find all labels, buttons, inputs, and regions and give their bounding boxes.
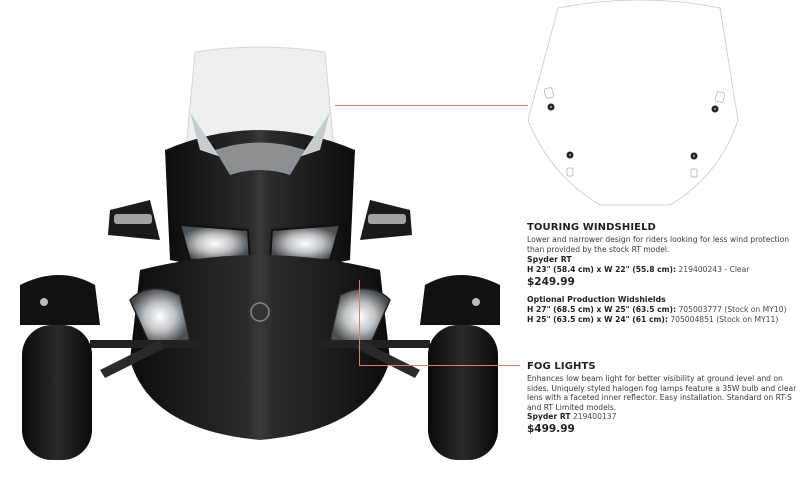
spec-line: H 23" (58.4 cm) x W 22" (55.8 cm): 21940… bbox=[527, 265, 750, 275]
spec-line: Spyder RT 219400137 bbox=[527, 412, 617, 422]
optional-spec-line: H 25" (63.5 cm) x W 24" (61 cm): 7050048… bbox=[527, 315, 779, 325]
section-title: TOURING WINDSHIELD bbox=[527, 222, 656, 233]
price: $249.99 bbox=[527, 275, 575, 288]
optional-heading: Optional Production Widshields bbox=[527, 294, 666, 304]
fog-lights-section: FOG LIGHTS Enhances low beam light for b… bbox=[527, 361, 797, 436]
fog-light-callout-line-vertical bbox=[359, 280, 360, 366]
windshield-callout-line bbox=[335, 105, 528, 106]
section-title: FOG LIGHTS bbox=[527, 361, 596, 372]
windshield-diagram bbox=[527, 0, 739, 206]
model-name: Spyder RT bbox=[527, 255, 572, 265]
description: Lower and narrower design for riders loo… bbox=[527, 235, 790, 254]
price: $499.99 bbox=[527, 422, 575, 435]
fog-light-callout-line-horizontal bbox=[359, 365, 520, 366]
touring-windshield-section: TOURING WINDSHIELD Lower and narrower de… bbox=[527, 222, 797, 326]
description: Enhances low beam light for better visib… bbox=[527, 374, 797, 412]
vehicle-front-view-image bbox=[20, 46, 500, 460]
optional-spec-line: H 27" (68.5 cm) x W 25" (63.5 cm): 70500… bbox=[527, 304, 787, 314]
